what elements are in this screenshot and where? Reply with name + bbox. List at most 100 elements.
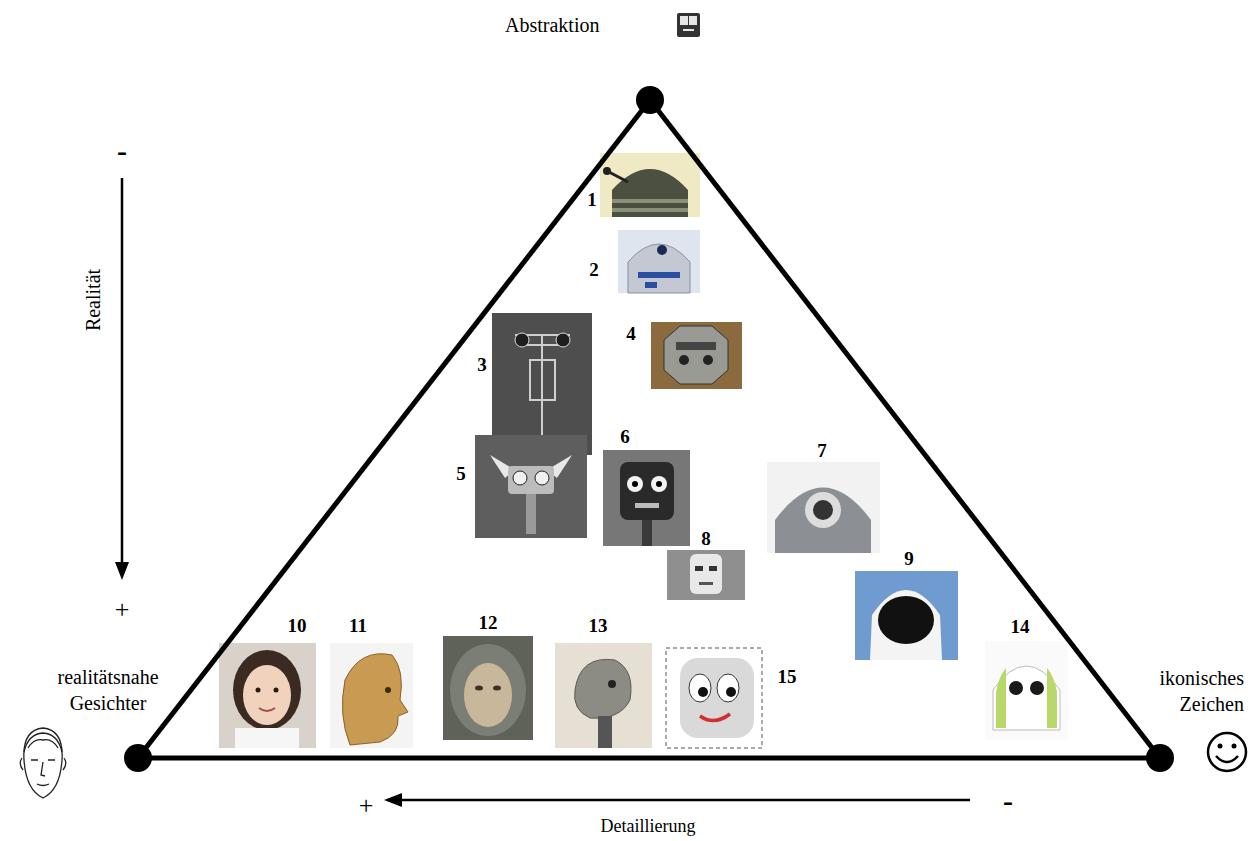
- robot-eye: [695, 566, 703, 571]
- callout-number: 6: [620, 427, 630, 448]
- smiley-eye: [1218, 744, 1223, 749]
- robot-mouth: [635, 503, 659, 508]
- robot-eye: [1009, 681, 1023, 695]
- robot-photo: [603, 450, 690, 546]
- callout-number: 12: [479, 613, 498, 634]
- smiley-mouth: [1216, 756, 1238, 762]
- arrow-head: [115, 562, 129, 580]
- axis-label: Detaillierung: [601, 817, 696, 837]
- arrow-shaft: [400, 799, 970, 802]
- robot-frame: [515, 335, 570, 440]
- robot-face: [690, 554, 722, 594]
- abstraction-icon: [677, 13, 700, 37]
- scale-sign: -: [1003, 784, 1013, 817]
- hair-line: [28, 740, 58, 748]
- photo-ground: [443, 636, 533, 740]
- robot-pupil: [726, 687, 736, 697]
- photo-ground: [855, 571, 958, 660]
- callout-number: 4: [626, 324, 636, 345]
- robot-photo: [666, 648, 762, 748]
- arrow-shaft: [121, 178, 124, 564]
- axis-label: Realität: [82, 269, 104, 331]
- android-photo: [330, 643, 413, 748]
- android-hood: [450, 644, 526, 736]
- robot-eye: [1030, 681, 1044, 695]
- android-photo: [219, 643, 316, 748]
- smiley-outline: [1208, 733, 1246, 771]
- robot-eye: [535, 471, 549, 485]
- robot-eye: [717, 674, 739, 702]
- face-sketch: [20, 728, 66, 798]
- robot-eye: [515, 333, 529, 347]
- robot-stripe: [612, 208, 688, 212]
- robot-photo: [651, 322, 742, 389]
- photo-ground: [603, 450, 690, 546]
- robot-photo: [618, 230, 700, 293]
- robot-dome: [628, 244, 690, 293]
- hair-line: [24, 733, 62, 752]
- photo-ground: [600, 153, 700, 217]
- robot-photo: [555, 643, 652, 748]
- android-eye: [385, 687, 391, 693]
- robot-lens-ring: [805, 492, 841, 528]
- callout-number: 8: [701, 529, 711, 550]
- photo-ground: [618, 230, 700, 293]
- android-eye: [493, 686, 501, 691]
- android-eye: [475, 686, 483, 691]
- robot-eyestalk: [609, 172, 628, 182]
- photo-ground: [330, 643, 413, 748]
- robot-head: [680, 658, 754, 738]
- photo-ground: [667, 550, 745, 600]
- robot-eye: [651, 476, 667, 492]
- photo-ground: [666, 648, 762, 748]
- robot-pupil: [698, 687, 708, 697]
- face-outline: [24, 728, 62, 798]
- corner-node: ikonisches Zeichen: [1146, 744, 1174, 772]
- robot-eye: [709, 566, 717, 571]
- robot-side: [996, 668, 1006, 728]
- icon-pane: [680, 16, 688, 25]
- callout-number: 11: [349, 616, 367, 637]
- scale-sign: +: [115, 596, 130, 625]
- reality-arrow: [115, 178, 129, 580]
- robot-photo: [600, 153, 700, 217]
- photo-ground: [985, 641, 1068, 740]
- robot-mouth: [700, 714, 730, 721]
- android-face: [243, 665, 291, 725]
- android-eye: [256, 688, 261, 693]
- robot-helmet: [870, 590, 942, 660]
- robot-dome: [775, 488, 871, 554]
- photo-ground: [767, 462, 880, 553]
- callout-number: 9: [904, 549, 914, 570]
- robot-eye: [679, 355, 689, 365]
- robot-head: [664, 326, 728, 384]
- mouth-line: [37, 784, 49, 786]
- callout-number: 3: [477, 355, 487, 376]
- robot-body: [993, 666, 1060, 730]
- robot-visor: [878, 596, 934, 644]
- robot-eye: [689, 674, 711, 702]
- detail-arrow: [384, 793, 970, 807]
- scale-sign: -: [117, 134, 127, 167]
- android-photo: [443, 636, 533, 740]
- corner-label: Abstraktion: [505, 12, 599, 38]
- robot-neck: [526, 494, 536, 534]
- robot-photo: [667, 550, 745, 600]
- robot-neck: [598, 716, 612, 748]
- robot-eye: [556, 333, 570, 347]
- robot-eye: [703, 355, 713, 365]
- photo-ground: [555, 643, 652, 748]
- android-eye: [274, 688, 279, 693]
- triangle-side: [151, 756, 1147, 761]
- callout-number: 1: [587, 190, 597, 211]
- callout-number: 5: [456, 464, 466, 485]
- android-mouth: [259, 708, 275, 711]
- robot-photo: [767, 462, 880, 553]
- nose-line: [41, 762, 45, 776]
- corner-label: realitätsnahe Gesichter: [33, 664, 183, 716]
- android-head: [342, 654, 408, 745]
- android-shirt: [235, 728, 299, 748]
